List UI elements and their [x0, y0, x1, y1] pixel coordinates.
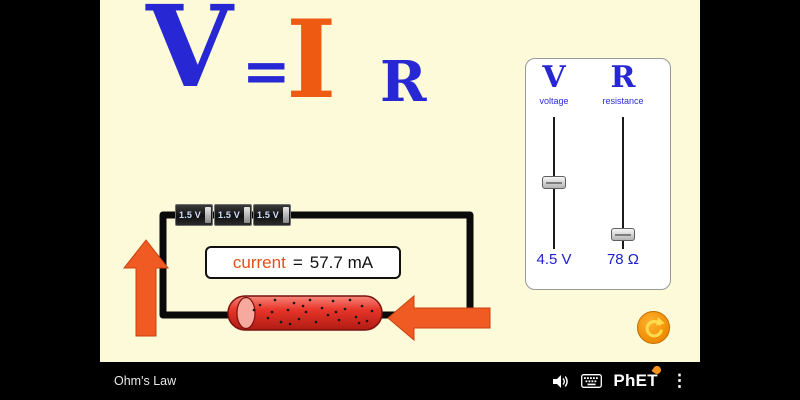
sound-button[interactable]	[551, 374, 570, 389]
phet-logo-text: PhET	[613, 371, 658, 390]
formula-resistance-letter: R	[380, 49, 427, 115]
resistor	[227, 295, 383, 331]
resistance-symbol: R	[610, 60, 636, 95]
battery-cell-3: 1.5 V	[253, 204, 291, 226]
current-arrow-left	[387, 294, 491, 342]
sim-area: 1.5 V 1.5 V 1.5 V current = 57.7 mA V = …	[100, 0, 700, 362]
battery-voltage-label: 1.5 V	[257, 210, 280, 220]
voltage-slider-thumb[interactable]	[542, 176, 566, 189]
resistor-dots	[252, 298, 374, 326]
battery-terminal	[205, 207, 211, 223]
voltage-value: 4.5 V	[536, 251, 572, 268]
battery-voltage-label: 1.5 V	[179, 210, 202, 220]
voltage-symbol: V	[542, 60, 566, 95]
phet-logo[interactable]: PhET	[613, 364, 663, 391]
current-equals: =	[292, 252, 303, 272]
battery-terminal	[283, 207, 289, 223]
formula-current-letter: I	[286, 0, 337, 123]
resistance-slider-track[interactable]	[622, 117, 624, 249]
circuit-diagram	[122, 211, 491, 342]
navbar: Ohm's Law PhET	[0, 362, 800, 400]
formula-voltage-letter: V	[146, 0, 233, 113]
resistance-slider-thumb[interactable]	[611, 228, 635, 241]
control-panel: V R voltage resistance 4.5 V 78 Ω	[525, 58, 671, 290]
menu-button[interactable]: ⋮	[671, 371, 688, 390]
formula-equals: =	[242, 37, 291, 105]
current-label: current	[232, 252, 286, 272]
resistance-label: resistance	[602, 96, 644, 106]
current-value: 57.7 mA	[309, 252, 374, 272]
navbar-controls: PhET ⋮	[551, 364, 690, 391]
speaker-icon	[553, 374, 569, 388]
battery-cell-2: 1.5 V	[214, 204, 252, 226]
keyboard-icon	[581, 374, 603, 388]
reset-icon	[645, 316, 665, 337]
voltage-label: voltage	[539, 96, 569, 106]
resistance-value: 78 Ω	[606, 251, 640, 268]
battery-cell-1: 1.5 V	[175, 204, 213, 226]
sim-title: Ohm's Law	[114, 374, 177, 388]
battery-voltage-label: 1.5 V	[218, 210, 241, 220]
keyboard-shortcuts-button[interactable]	[581, 374, 603, 388]
battery-terminal	[244, 207, 250, 223]
current-arrow-up	[122, 239, 170, 337]
current-readout: current = 57.7 mA	[205, 246, 401, 279]
reset-all-button[interactable]	[637, 311, 670, 344]
